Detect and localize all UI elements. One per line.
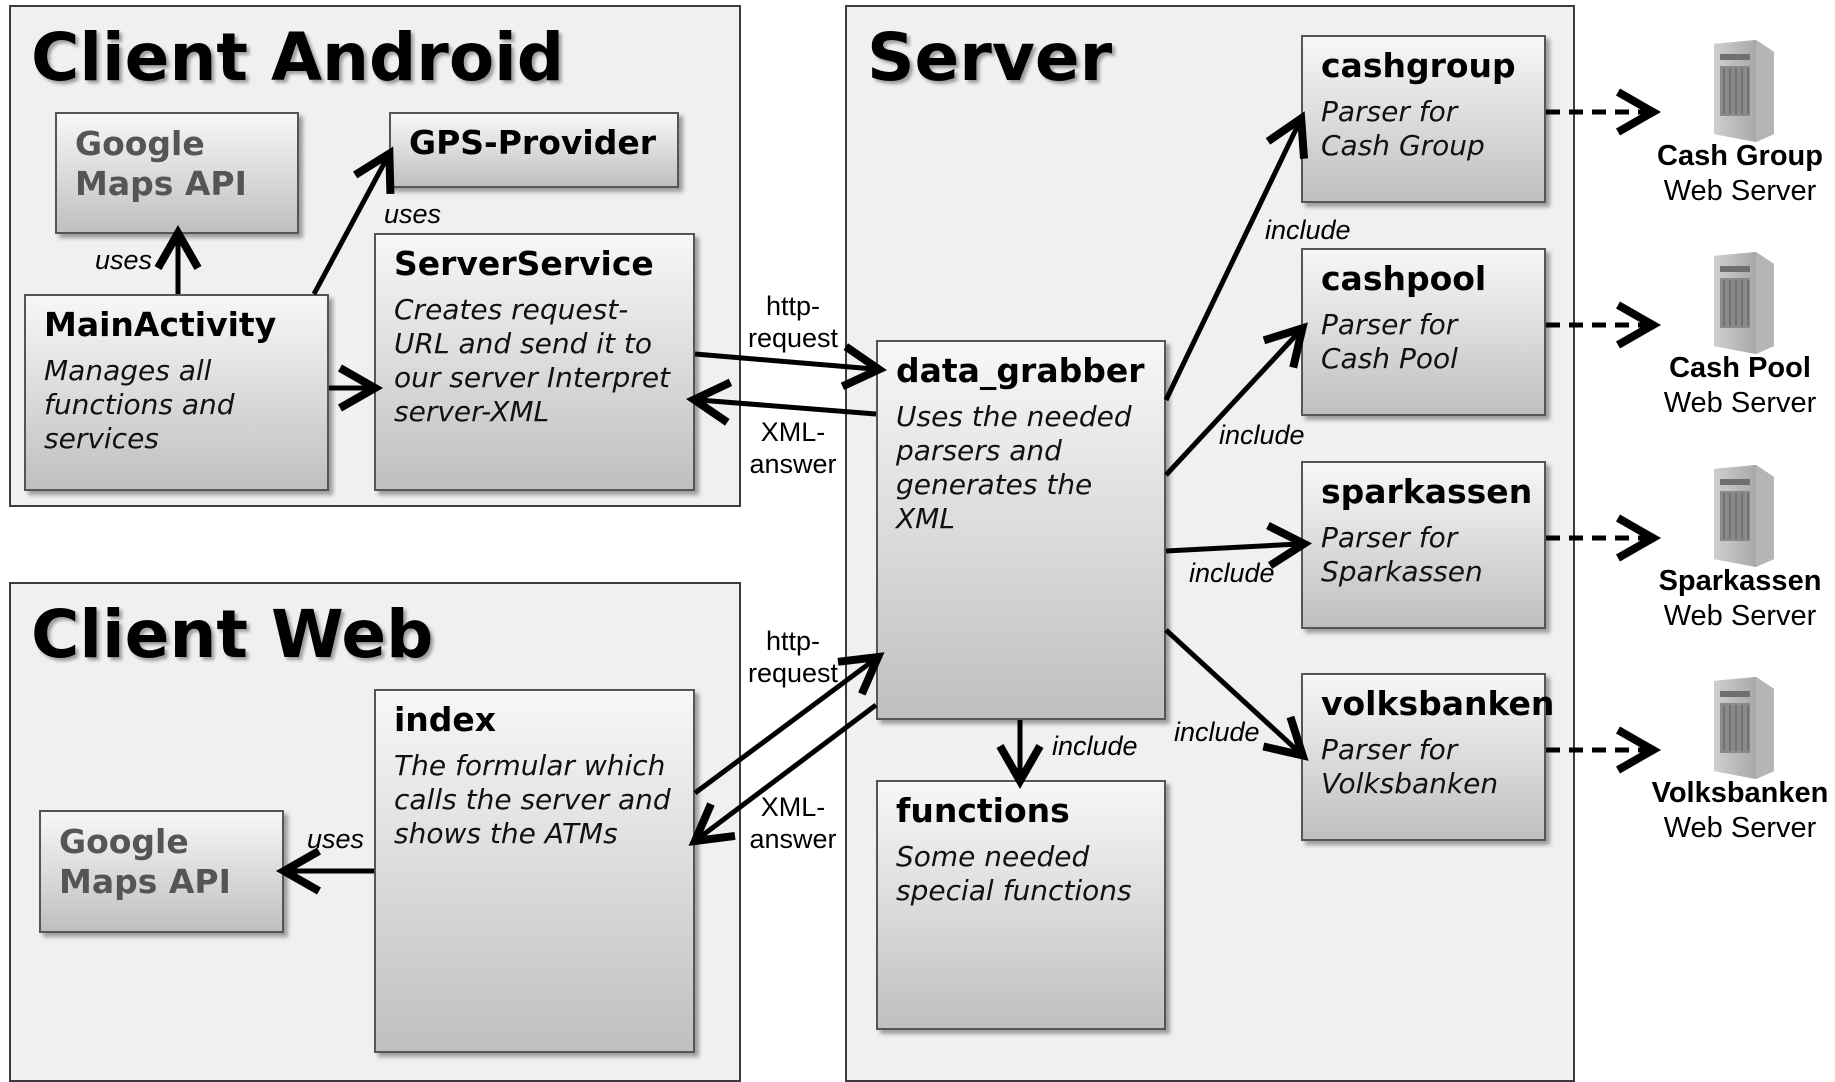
external-server-sparkassen: Sparkassen Web Server xyxy=(1640,564,1835,634)
cashgroup-desc: Parser for Cash Group xyxy=(1321,94,1485,163)
include-label-cashgroup: include xyxy=(1265,215,1351,245)
index-title: index xyxy=(394,700,497,739)
arrow-datagrabber-to-cashgroup xyxy=(1163,111,1309,402)
sparkassen-title: sparkassen xyxy=(1321,472,1533,511)
gps-provider-box: GPS-Provider xyxy=(389,112,679,188)
http-request-label-web: http-request xyxy=(747,626,839,689)
volksbanken-box: volksbanken Parser for Volksbanken xyxy=(1301,673,1555,841)
uses-label-gps: uses xyxy=(384,199,442,229)
uses-label-web-googlemaps: uses xyxy=(307,824,365,854)
arrow-main-to-gps xyxy=(311,146,395,296)
server-icon xyxy=(1714,252,1774,354)
data-grabber-title: data_grabber xyxy=(896,351,1145,390)
data-grabber-box: data_grabber Uses the needed parsers and… xyxy=(876,340,1166,720)
server-icon xyxy=(1714,465,1774,567)
gps-provider-title: GPS-Provider xyxy=(409,123,656,162)
cashpool-desc: Parser for Cash Pool xyxy=(1321,307,1458,376)
google-maps-api-android-title: Google Maps API xyxy=(75,124,247,203)
cashgroup-box: cashgroup Parser for Cash Group xyxy=(1301,35,1546,203)
google-maps-api-web-box: Google Maps API xyxy=(39,810,284,933)
sparkassen-box: sparkassen Parser for Sparkassen xyxy=(1301,461,1546,629)
external-server-name: Sparkassen xyxy=(1658,565,1822,597)
external-server-name: Cash Group xyxy=(1657,140,1823,172)
functions-box: functions Some needed special functions xyxy=(876,780,1166,1030)
main-activity-title: MainActivity xyxy=(44,305,277,344)
google-maps-api-android-box: Google Maps API xyxy=(55,112,299,234)
include-label-sparkassen: include xyxy=(1189,558,1275,588)
functions-title: functions xyxy=(896,791,1070,830)
cashpool-box: cashpool Parser for Cash Pool xyxy=(1301,248,1546,416)
client-web-title: Client Web xyxy=(31,596,434,673)
server-title: Server xyxy=(867,19,1113,96)
main-activity-desc: Manages all functions and services xyxy=(44,353,235,456)
external-server-name: Cash Pool xyxy=(1669,352,1811,384)
data-grabber-desc: Uses the needed parsers and generates th… xyxy=(896,399,1132,536)
cashgroup-title: cashgroup xyxy=(1321,46,1516,85)
arrow-datagrabber-to-volksbanken xyxy=(1164,628,1309,761)
xml-answer-label-android: XML-answer xyxy=(749,417,837,480)
server-icon xyxy=(1714,677,1774,779)
cashpool-title: cashpool xyxy=(1321,259,1487,298)
external-server-cash-pool: Cash Pool Web Server xyxy=(1640,351,1835,421)
external-server-sub: Web Server xyxy=(1663,811,1817,844)
external-server-sub: Web Server xyxy=(1663,174,1817,207)
server-service-title: ServerService xyxy=(394,244,654,283)
external-server-cash-group: Cash Group Web Server xyxy=(1640,139,1835,209)
volksbanken-desc: Parser for Volksbanken xyxy=(1321,732,1499,801)
volksbanken-title: volksbanken xyxy=(1321,684,1555,723)
external-server-sub: Web Server xyxy=(1663,599,1817,632)
http-request-label-android: http-request xyxy=(747,291,839,354)
uses-label-googlemaps: uses xyxy=(95,245,153,275)
main-activity-box: MainActivity Manages all functions and s… xyxy=(24,294,329,491)
external-server-name: Volksbanken xyxy=(1651,777,1829,809)
include-label-volksbanken: include xyxy=(1174,717,1260,747)
server-icon xyxy=(1714,40,1774,142)
include-label-cashpool: include xyxy=(1219,420,1305,450)
arrow-datagrabber-to-index xyxy=(688,703,878,846)
arrow-datagrabber-to-serverservice xyxy=(685,378,877,426)
external-server-sub: Web Server xyxy=(1663,386,1817,419)
arrow-datagrabber-to-cashpool xyxy=(1164,322,1308,477)
include-label-functions: include xyxy=(1052,731,1138,761)
arrow-datagrabber-to-sparkassen xyxy=(1165,522,1313,569)
arrow-index-to-datagrabber xyxy=(693,652,885,796)
google-maps-api-web-title: Google Maps API xyxy=(59,822,231,901)
external-server-volksbanken: Volksbanken Web Server xyxy=(1640,776,1835,846)
functions-desc: Some needed special functions xyxy=(896,839,1132,908)
server-service-desc: Creates request-URL and send it to our s… xyxy=(394,292,671,429)
sparkassen-desc: Parser for Sparkassen xyxy=(1321,520,1483,589)
index-desc: The formular which calls the server and … xyxy=(394,748,671,851)
index-box: index The formular which calls the serve… xyxy=(374,689,695,1053)
xml-answer-label-web: XML-answer xyxy=(749,792,837,855)
arrow-serverservice-to-datagrabber xyxy=(694,343,888,391)
client-android-title: Client Android xyxy=(31,19,565,96)
server-service-box: ServerService Creates request-URL and se… xyxy=(374,233,695,491)
